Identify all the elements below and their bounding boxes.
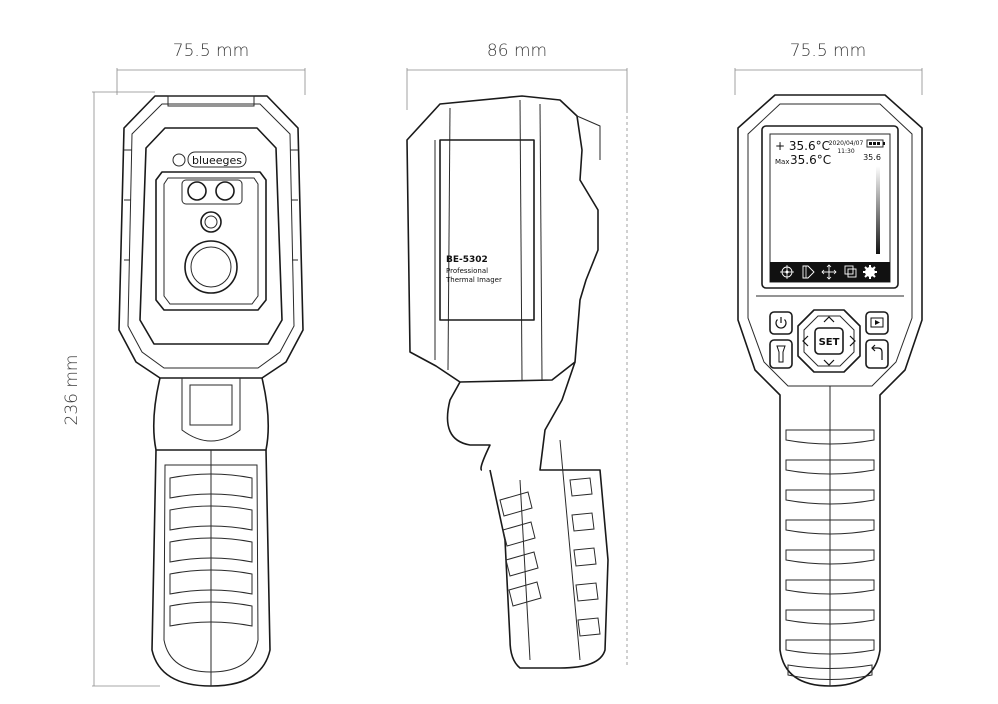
palette-icon[interactable] <box>802 265 815 279</box>
battery-icon <box>866 139 885 148</box>
chevron-left-icon[interactable] <box>802 335 809 347</box>
laser-lens-icon <box>187 181 207 201</box>
height-label: 236 mm <box>62 355 82 426</box>
side-view: BE-5302 Professional Thermal Imager <box>406 95 609 669</box>
time-readout: 11:30 <box>837 148 854 155</box>
dimension-lines <box>92 68 923 687</box>
brand-logo-icon <box>172 153 186 167</box>
power-button[interactable] <box>769 311 793 335</box>
gear-icon[interactable] <box>863 265 877 279</box>
direction-pad[interactable] <box>797 309 861 373</box>
playback-button[interactable] <box>865 311 889 335</box>
max-temperature: 35.6°C <box>790 153 831 167</box>
play-icon <box>870 317 884 328</box>
visual-camera-icon <box>200 211 222 233</box>
thermal-lens-icon <box>184 240 238 294</box>
flash-lens-icon <box>215 181 235 201</box>
move-icon[interactable] <box>821 264 837 280</box>
chevron-right-icon[interactable] <box>849 335 856 347</box>
back-view: + 35.6°C Max 35.6°C 2020/04/07 11:30 35.… <box>737 94 923 687</box>
chevron-up-icon[interactable] <box>823 316 835 323</box>
set-button[interactable] <box>814 327 844 355</box>
back-arrow-icon <box>871 344 883 360</box>
flashlight-icon <box>776 345 786 363</box>
layers-icon[interactable] <box>844 265 857 278</box>
flashlight-button[interactable] <box>769 339 793 369</box>
side-depth-label: 86 mm <box>487 41 547 61</box>
max-label: Max <box>775 158 789 166</box>
model-number: BE-5302 <box>446 255 488 265</box>
set-button-label: SET <box>819 337 840 348</box>
chevron-down-icon[interactable] <box>823 359 835 366</box>
date-readout: 2020/04/07 <box>829 140 864 147</box>
model-desc-line2: Thermal Imager <box>445 276 502 284</box>
current-temperature: + 35.6°C <box>775 139 830 153</box>
front-view: blueeges <box>118 95 304 687</box>
brand-name: blueeges <box>192 154 242 167</box>
target-icon[interactable] <box>780 265 794 279</box>
front-width-label: 75.5 mm <box>173 41 249 61</box>
temperature-scale-bar <box>876 166 880 254</box>
model-desc-line1: Professional <box>446 267 488 275</box>
power-icon <box>775 317 787 329</box>
back-button[interactable] <box>865 339 889 369</box>
scale-max-value: 35.6 <box>863 153 881 162</box>
back-width-label: 75.5 mm <box>790 41 866 61</box>
